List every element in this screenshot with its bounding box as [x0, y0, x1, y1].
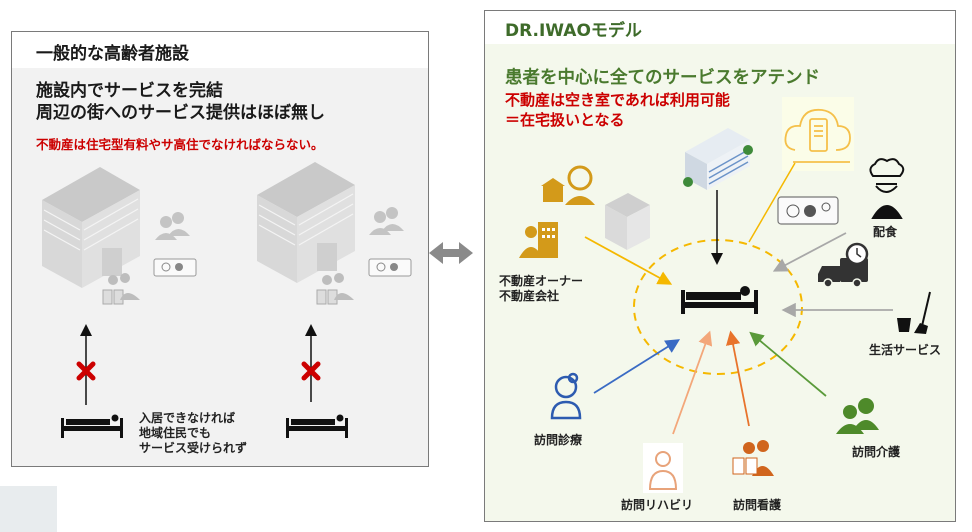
note-line-1: 入居できなければ: [139, 411, 236, 425]
real-estate-note: 不動産は住宅型有料やサ高住でなければならない。: [36, 137, 324, 152]
panel-title: DR.IWAOモデル: [505, 21, 642, 41]
nurses-icon: [102, 273, 354, 305]
home-care-label: 訪問介護: [852, 445, 901, 459]
home-nursing-label: 訪問看護: [733, 498, 782, 512]
real-estate-owner-icon: [519, 165, 595, 258]
label-line-1: 不動産オーナー: [499, 274, 584, 288]
meal-tray-icon: [777, 196, 839, 225]
cloud-server-icon: [782, 97, 854, 171]
nurse-icon: [732, 440, 774, 476]
home-rehab-label: 訪問リハビリ: [621, 498, 694, 512]
patient-circle: [633, 239, 803, 375]
chef-icon: [869, 158, 905, 219]
life-service-label: 生活サービス: [869, 343, 942, 357]
meal-tray-icon: [153, 258, 412, 277]
note-line-2: 地域住民でも: [139, 426, 212, 440]
corner-decoration: [0, 486, 57, 532]
hospital-icon: [683, 128, 753, 190]
home-medical-label: 訪問診療: [534, 433, 583, 447]
note-line-1: 不動産は空き室であれば利用可能: [505, 91, 730, 109]
real-estate-owner-label: 不動産オーナー 不動産会社: [499, 274, 583, 304]
home-rehab-arrow: [672, 330, 713, 435]
note-line-2: ＝在宅扱いとなる: [505, 111, 625, 129]
patient-bed-icon: [681, 286, 758, 314]
panel-header: 一般的な高齢者施設: [12, 32, 428, 68]
caregivers-icon: [155, 207, 404, 240]
caregivers-icon: [836, 398, 879, 434]
home-medical-arrow: [593, 339, 681, 394]
cleaning-icon: [897, 291, 931, 334]
lead-text: 患者を中心に全てのサービスをアテンド: [505, 68, 820, 88]
lead-line-1: 施設内でサービスを完結: [36, 81, 223, 101]
rehab-staff-icon: [643, 443, 683, 493]
blocked-arrow: [80, 324, 317, 405]
lead-line-2: 周辺の街へのサービス提供はほぼ無し: [36, 103, 325, 123]
label-line-2: 不動産会社: [499, 289, 560, 303]
delivery-truck-icon: [818, 242, 869, 288]
apartment-building-icon: [605, 193, 650, 250]
cross-mark-icon: [76, 361, 321, 381]
cloud-link-line: [748, 162, 796, 243]
real-estate-note: 不動産は空き室であれば利用可能 ＝在宅扱いとなる: [505, 90, 730, 130]
lead-text: 施設内でサービスを完結 周辺の街へのサービス提供はほぼ無し: [36, 80, 325, 124]
home-nursing-arrow: [726, 330, 750, 427]
meal-delivery-label: 配食: [873, 225, 898, 239]
home-care-arrow: [749, 331, 827, 397]
dr-iwao-model-panel: DR.IWAOモデル 患者を中心に全てのサービスをアテンド 不動産は空き室であれ…: [484, 10, 956, 522]
general-facility-panel: 一般的な高齢者施設 施設内でサービスを完結 周辺の街へのサービス提供はほぼ無し …: [11, 31, 429, 467]
double-arrow-icon: [429, 242, 473, 264]
facility-building-icon: [257, 162, 355, 283]
facility-building-icon: [42, 167, 140, 288]
bed-icon: [61, 414, 348, 438]
doctor-icon: [550, 372, 582, 420]
real-estate-arrow: [584, 236, 673, 285]
meal-delivery-arrow: [772, 232, 847, 272]
note-line-3: サービス受けられず: [139, 441, 248, 455]
panel-title: 一般的な高齢者施設: [36, 44, 189, 64]
blocked-service-note: 入居できなければ 地域住民でも サービス受けられず: [139, 411, 247, 456]
panel-header: DR.IWAOモデル: [485, 11, 955, 44]
